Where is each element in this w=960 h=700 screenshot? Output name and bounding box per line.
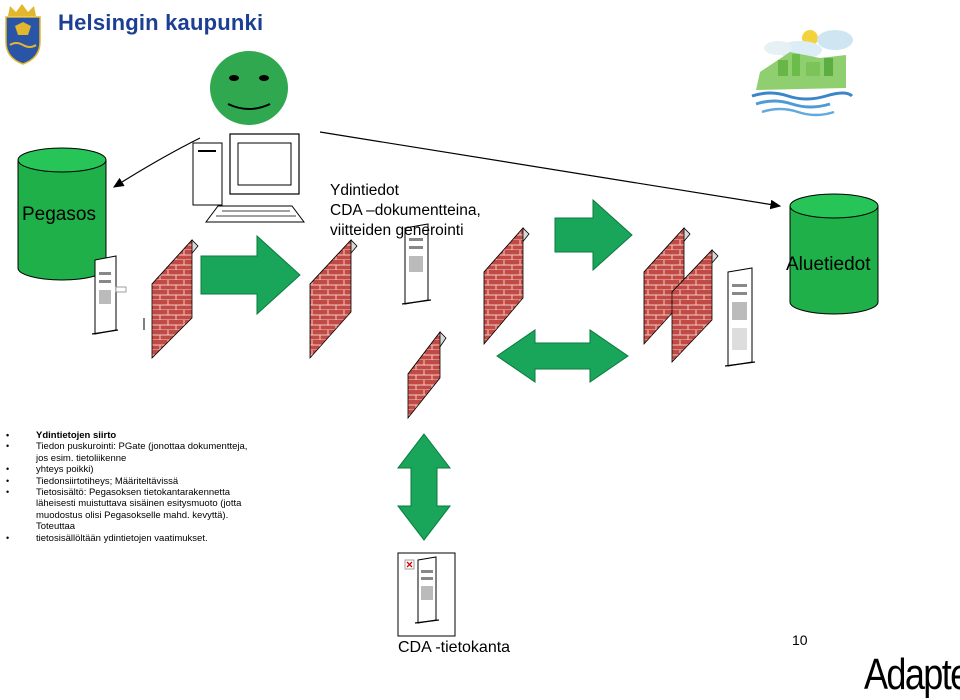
coat-of-arms-logo xyxy=(5,4,41,65)
diagram-caption: Ydintiedot CDA –dokumentteina, viitteide… xyxy=(330,181,481,241)
firewall-icon xyxy=(483,226,530,346)
arrow-to-pegasos xyxy=(112,137,201,188)
pegasos-database xyxy=(17,147,107,281)
pegasos-label: Pegasos xyxy=(22,204,96,225)
cda-server-icon xyxy=(397,552,456,637)
server-tower-icon xyxy=(91,255,145,335)
caption-line: viitteiden generointi xyxy=(330,222,464,239)
server-tower-icon xyxy=(401,223,432,305)
firewall-icon xyxy=(151,238,199,359)
page-number: 10 xyxy=(792,632,808,648)
caption-line: Ydintiedot xyxy=(330,182,399,199)
firewall-icon xyxy=(671,249,719,363)
seaside-town-illustration xyxy=(751,30,854,117)
green-double-arrow-vertical xyxy=(396,433,452,541)
server-tower-icon xyxy=(724,267,756,367)
notes-list: Ydintietojen siirto Tiedon puskurointi: … xyxy=(6,430,296,544)
aluetiedot-label: Aluetiedot xyxy=(786,254,871,275)
note-item: Ydintietojen siirto xyxy=(6,430,296,442)
caption-line: CDA –dokumentteina, xyxy=(330,202,481,219)
note-item: Tietosisältö: Pegasoksen tietokantaraken… xyxy=(6,487,296,499)
arrow-to-aluetiedot xyxy=(319,131,782,210)
note-item: Tiedonsiirtotiheys; Määriteltävissä xyxy=(6,476,296,488)
green-arrow-right xyxy=(554,198,633,272)
cda-database-label: CDA -tietokanta xyxy=(398,639,511,656)
note-item: läheisesti muistuttava sisäinen esitysmu… xyxy=(36,498,242,510)
note-item: muodostus olisi Pegasokselle mahd. kevyt… xyxy=(36,509,229,521)
note-item: tietosisällöltään ydintietojen vaatimuks… xyxy=(6,533,296,545)
green-double-arrow-horizontal xyxy=(496,329,629,383)
note-item: jos esim. tietoliikenne xyxy=(36,452,127,464)
firewall-icon xyxy=(407,330,447,420)
adapter-watermark: Adapter xyxy=(864,650,960,699)
note-item: Tiedon puskurointi: PGate (jonottaa doku… xyxy=(6,441,296,453)
aluetiedot-database xyxy=(789,193,879,315)
note-item: yhteys poikki) xyxy=(6,464,296,476)
firewall-icon xyxy=(309,238,358,360)
user-smiley-icon xyxy=(210,51,288,125)
green-arrow-right xyxy=(200,234,301,316)
page-title: Helsingin kaupunki xyxy=(58,10,264,35)
note-item: Toteuttaa xyxy=(36,521,76,533)
desktop-computer-icon xyxy=(192,133,305,223)
